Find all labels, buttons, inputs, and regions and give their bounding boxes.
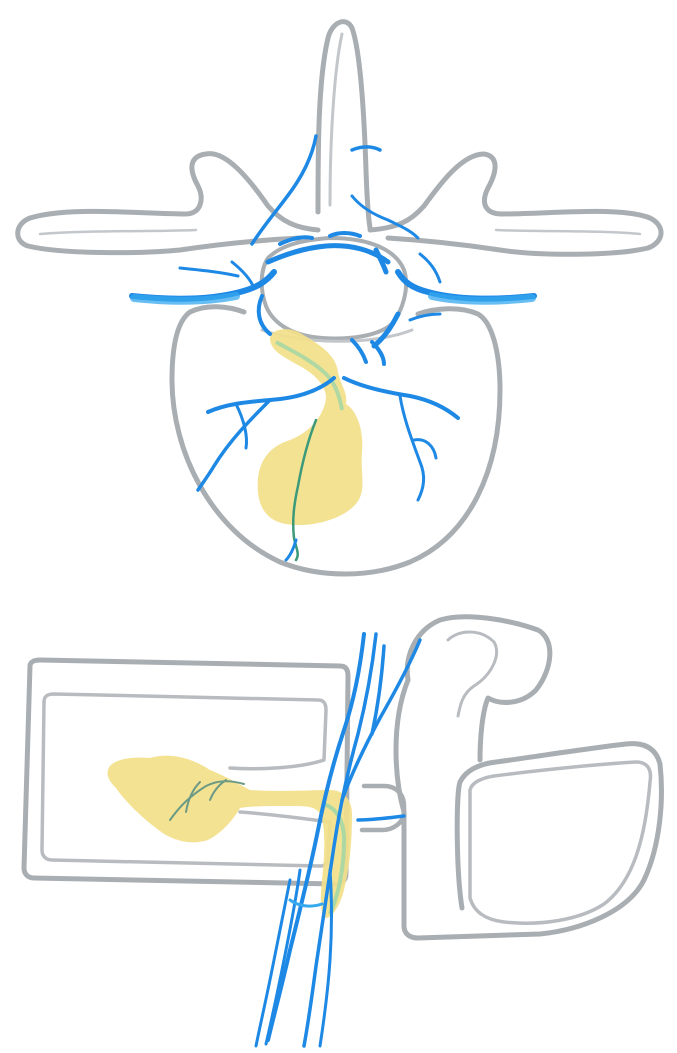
spinous-process <box>318 22 370 228</box>
transverse-process-left <box>18 154 318 253</box>
lateral-view-figure <box>0 600 677 1053</box>
spinal-canal <box>262 238 406 338</box>
cement-deposit-axial <box>258 329 363 525</box>
transverse-process-right <box>370 154 661 254</box>
axial-view-figure <box>0 0 677 600</box>
